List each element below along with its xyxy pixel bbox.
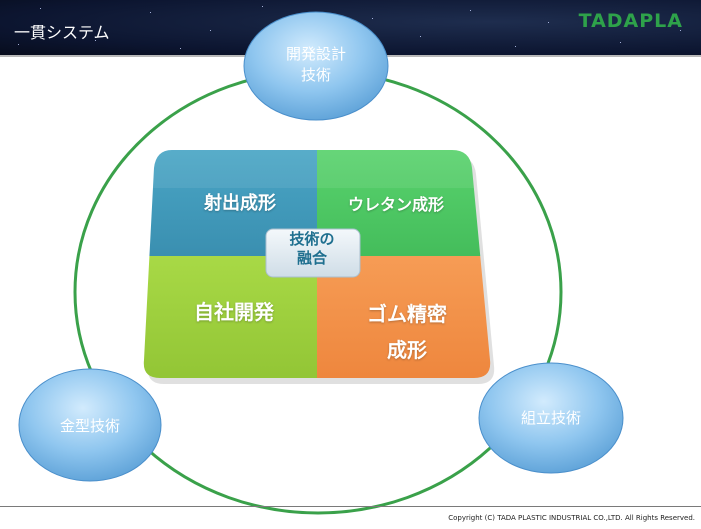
quadrant-bottom-right-line2: 成形 <box>387 338 427 362</box>
center-plate <box>265 228 361 278</box>
bubble-top-label: 開発設計 技術 <box>256 44 376 86</box>
quadrant-top-right-label: ウレタン成形 <box>347 195 444 214</box>
bubble-top-line2: 技術 <box>300 66 331 84</box>
bubble-mold-technology <box>18 368 162 482</box>
center-line2: 融合 <box>296 249 327 267</box>
bubble-left-label: 金型技術 <box>59 417 120 435</box>
bubble-right-label: 組立技術 <box>520 409 581 427</box>
company-logo: TADAPLA <box>578 10 683 32</box>
copyright-text: Copyright (C) TADA PLASTIC INDUSTRIAL CO… <box>448 514 695 522</box>
quadrant-bottom-left-label: 自社開発 <box>194 300 274 324</box>
bubble-assembly-technology <box>478 362 624 474</box>
footer-divider <box>0 506 701 507</box>
bubble-development-design <box>243 11 389 121</box>
center-label: 技術の 融合 <box>266 230 358 276</box>
quadrant-bottom-right-line1: ゴム精密 <box>367 302 447 326</box>
quadrant-top-left-label: 射出成形 <box>204 193 276 214</box>
page-title: 一貫システム <box>14 23 110 42</box>
center-line1: 技術の <box>289 230 335 248</box>
bubble-top-line1: 開発設計 <box>285 45 346 63</box>
quadrant-bottom-right-label: ゴム精密 成形 <box>332 296 482 368</box>
